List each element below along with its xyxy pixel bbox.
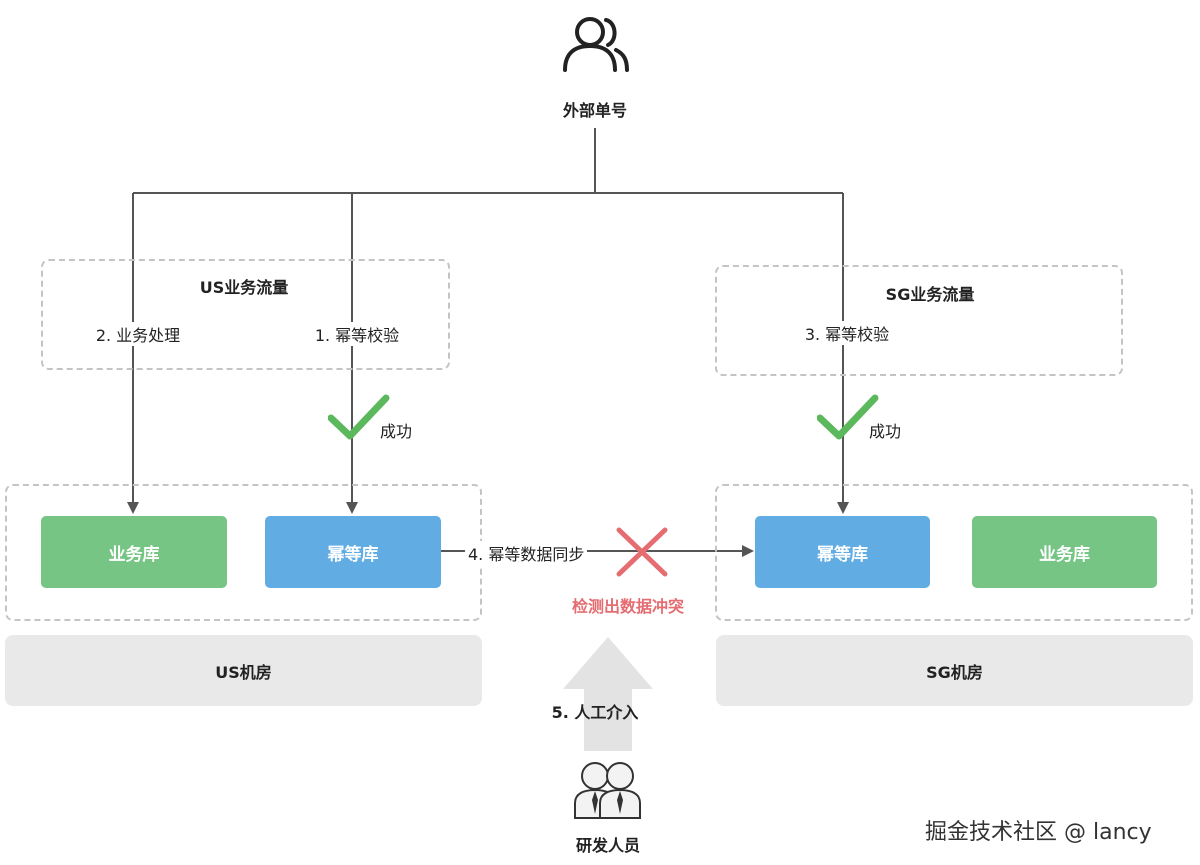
sg-datacenter-box xyxy=(715,484,1193,621)
sg-success-label: 成功 xyxy=(869,422,902,441)
us-success-label: 成功 xyxy=(380,422,413,441)
manual-step-label: 5. 人工介入 xyxy=(551,703,639,722)
us-biz-db: 业务库 xyxy=(41,516,227,588)
conflict-label: 检测出数据冲突 xyxy=(571,597,685,616)
manual-up-arrow xyxy=(563,637,653,751)
us-room: US机房 xyxy=(5,635,482,706)
sync-step-label: 4. 幂等数据同步 xyxy=(465,541,588,565)
us-traffic-box xyxy=(41,259,450,370)
sg-step3-label: 3. 幂等校验 xyxy=(801,321,893,345)
us-step2-label: 2. 业务处理 xyxy=(92,322,184,346)
user-group-icon xyxy=(563,17,629,72)
conflict-cross-icon xyxy=(616,527,668,577)
external-order-label: 外部单号 xyxy=(562,101,628,120)
sg-traffic-title: SG业务流量 xyxy=(885,285,975,304)
developers-label: 研发人员 xyxy=(575,836,641,855)
us-traffic-title: US业务流量 xyxy=(199,278,289,297)
us-check-icon xyxy=(328,394,390,440)
sg-biz-db: 业务库 xyxy=(972,516,1157,588)
us-idem-db: 幂等库 xyxy=(265,516,441,588)
developers-icon xyxy=(574,762,641,819)
sg-idem-db: 幂等库 xyxy=(755,516,930,588)
watermark-text: 掘金技术社区 @ lancy xyxy=(925,820,1152,845)
sg-room: SG机房 xyxy=(716,635,1193,706)
sg-check-icon xyxy=(817,394,879,440)
sg-traffic-box xyxy=(715,265,1123,376)
us-step1-label: 1. 幂等校验 xyxy=(311,322,403,346)
